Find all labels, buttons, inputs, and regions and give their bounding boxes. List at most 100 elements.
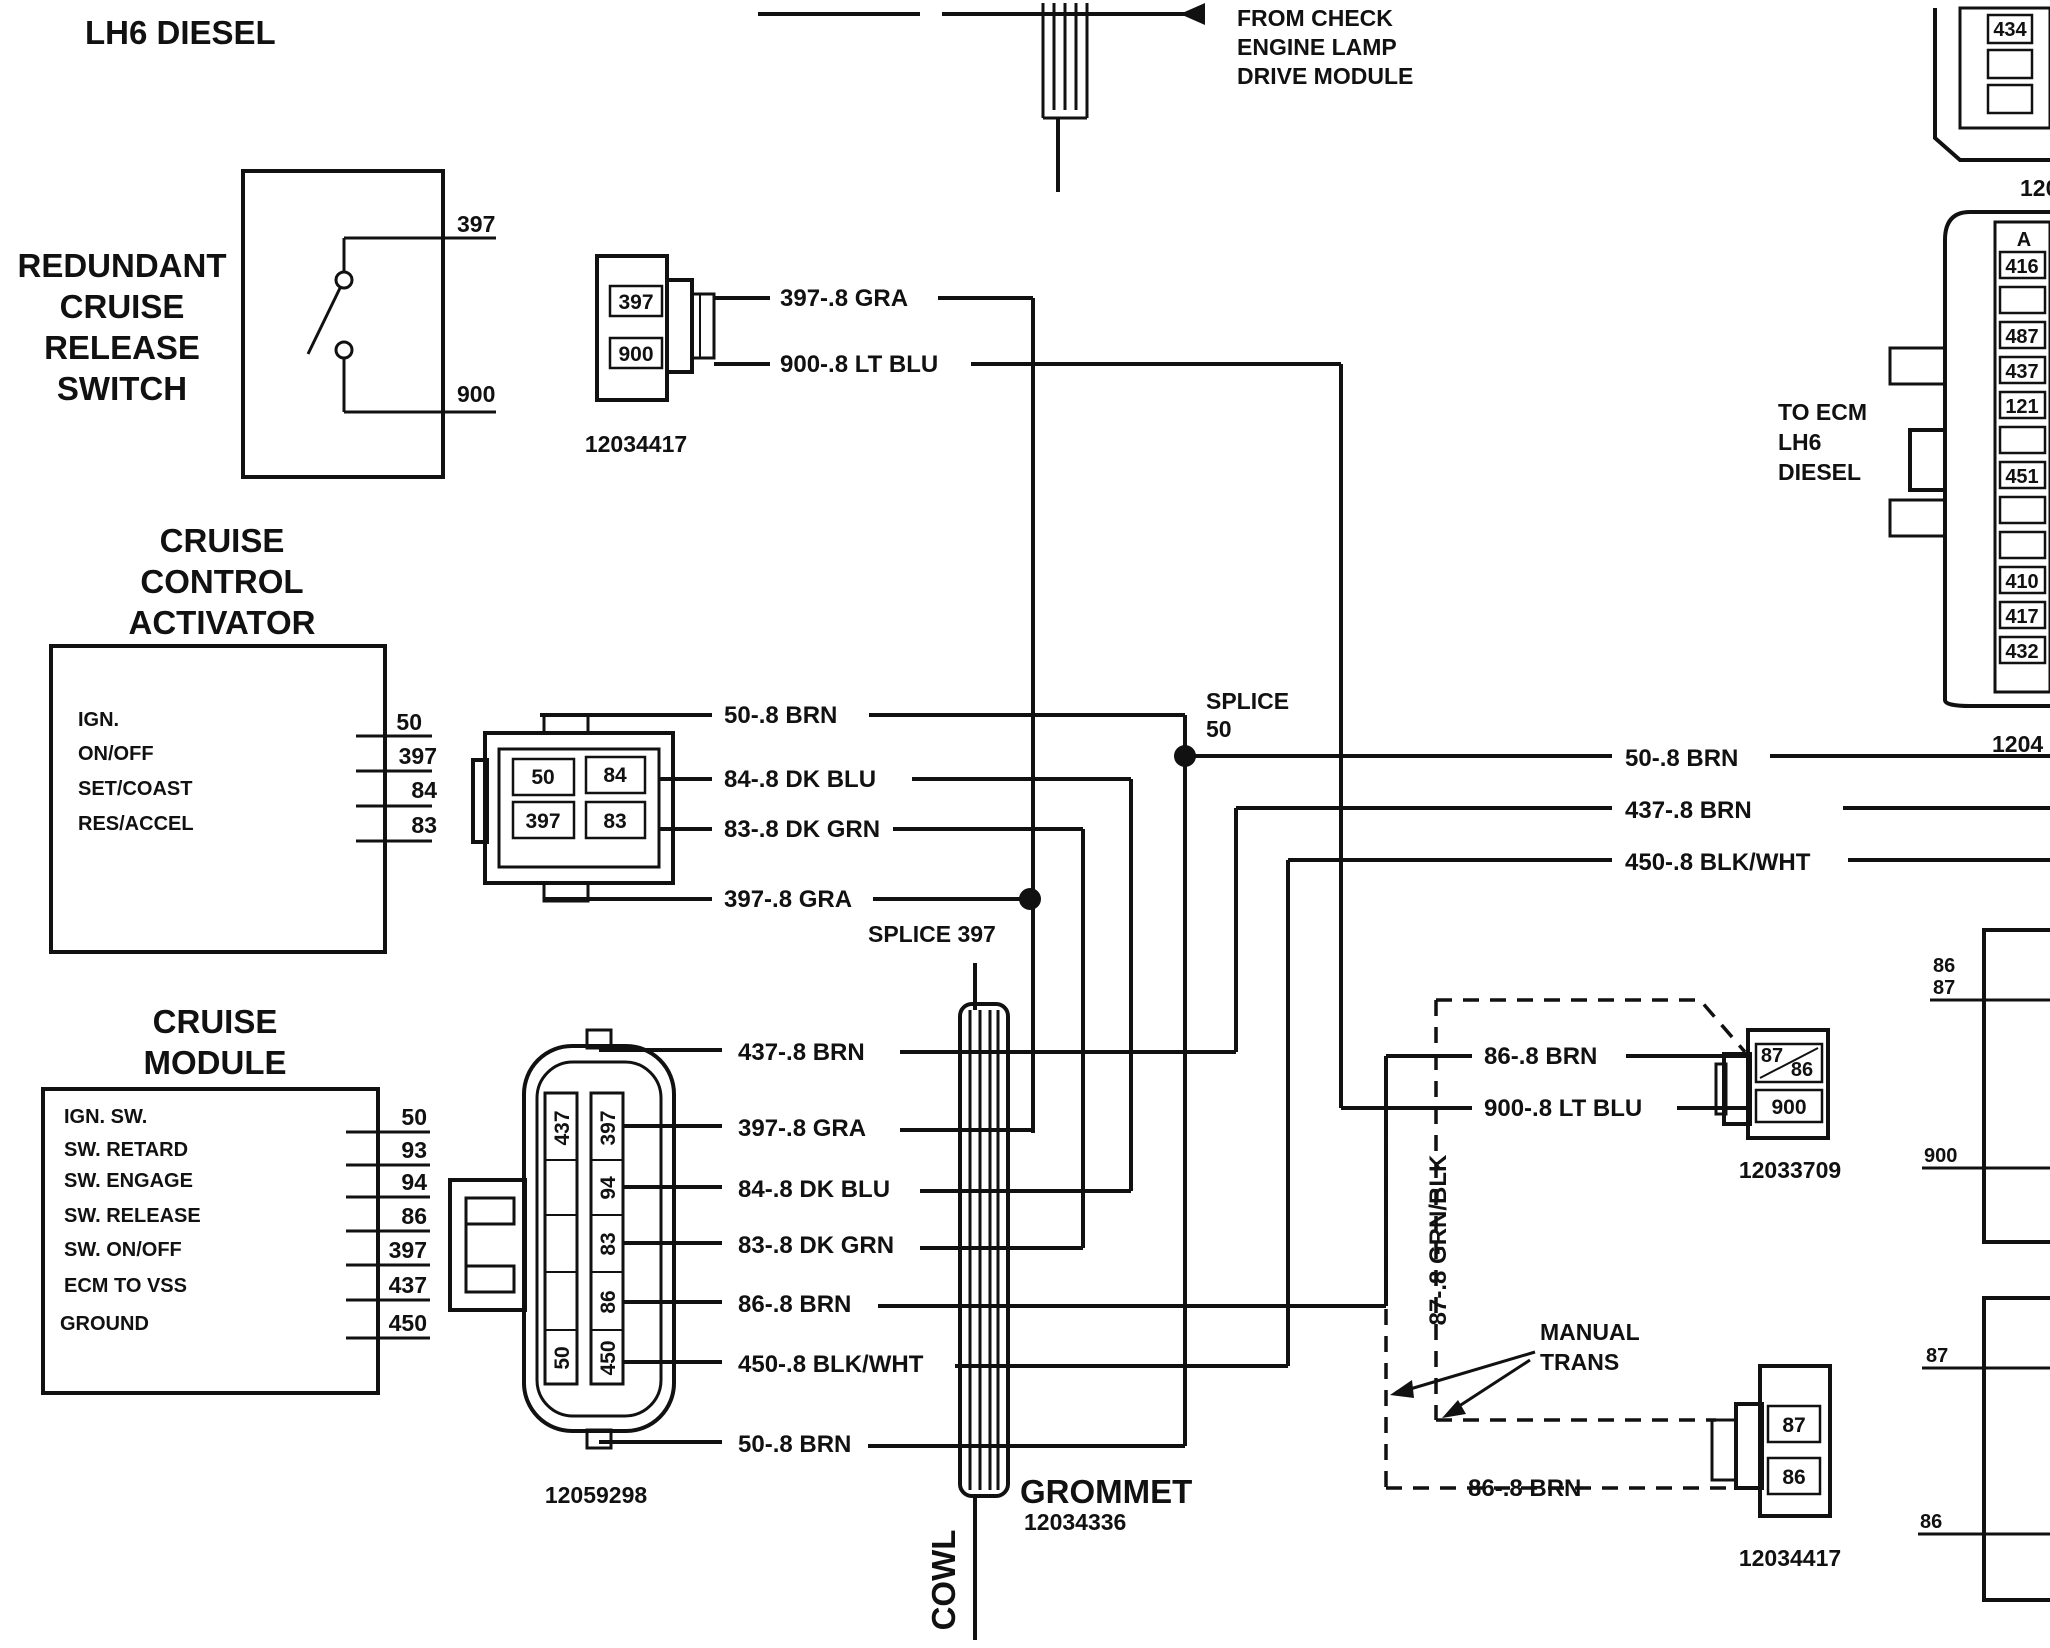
wire-label-450-module: 450-.8 BLK/WHT bbox=[738, 1351, 924, 1378]
activator-title-1: CRUISE bbox=[160, 522, 285, 559]
source-label-line-3: DRIVE MODULE bbox=[1237, 63, 1413, 89]
conn-b-pin-50: 50 bbox=[531, 766, 554, 789]
conn-e-pin-86: 86 bbox=[1782, 1466, 1805, 1489]
arrow-manual-1-icon bbox=[1390, 1380, 1414, 1398]
wire-label-87-vertical: 87-.8 GRN/BLK bbox=[1425, 1154, 1452, 1325]
conn-c-pin-94: 94 bbox=[597, 1176, 620, 1200]
ecm-label-3: DIESEL bbox=[1778, 459, 1861, 485]
ecm-pin-417: 417 bbox=[2005, 606, 2038, 628]
conn-c-pin-450: 450 bbox=[597, 1340, 620, 1375]
wire-label-83-activator: 83-.8 DK GRN bbox=[724, 816, 880, 843]
ecm-top-pin-434: 434 bbox=[1993, 19, 2027, 41]
connector-12034417-top: 397 900 12034417 bbox=[585, 254, 716, 457]
arrow-left-icon bbox=[1180, 3, 1205, 25]
module-pin-450: 450 bbox=[389, 1310, 427, 1336]
conn-b-pin-397: 397 bbox=[525, 810, 560, 833]
switch-title-1: REDUNDANT bbox=[18, 247, 227, 284]
splice-50-label-1: SPLICE bbox=[1206, 688, 1289, 714]
conn-e-pin-87: 87 bbox=[1782, 1414, 1805, 1437]
conn-c-pin-50: 50 bbox=[551, 1346, 574, 1369]
switch-title-2: CRUISE bbox=[60, 288, 185, 325]
conn-a-pin-900: 900 bbox=[618, 343, 653, 366]
wire-label-437-module: 437-.8 BRN bbox=[738, 1039, 865, 1066]
wire-label-397-module: 397-.8 GRA bbox=[738, 1115, 866, 1142]
conn-e-part-number: 12034417 bbox=[1739, 1545, 1841, 1571]
wire-label-83-module: 83-.8 DK GRN bbox=[738, 1232, 894, 1259]
right-relay-box-2: 87 86 bbox=[1918, 1296, 2050, 1602]
check-engine-lamp-bundle: FROM CHECK ENGINE LAMP DRIVE MODULE bbox=[758, 3, 1413, 192]
ecm-pin-451: 451 bbox=[2005, 466, 2038, 488]
wire-label-900-relay: 900-.8 LT BLU bbox=[1484, 1095, 1642, 1122]
module-fn-ground: GROUND bbox=[60, 1313, 149, 1335]
wire-label-50-module: 50-.8 BRN bbox=[738, 1431, 851, 1458]
manual-trans-label-2: TRANS bbox=[1540, 1349, 1619, 1375]
wire-label-397-top: 397-.8 GRA bbox=[780, 285, 908, 312]
wire-label-86-module: 86-.8 BRN bbox=[738, 1291, 851, 1318]
ecm-label-1: TO ECM bbox=[1778, 399, 1867, 425]
manual-trans-label-1: MANUAL bbox=[1540, 1319, 1640, 1345]
ecm-pin-432: 432 bbox=[2005, 641, 2038, 663]
module-pin-94: 94 bbox=[401, 1169, 427, 1195]
box1-pin-900: 900 bbox=[1924, 1145, 1957, 1167]
switch-title-3: RELEASE bbox=[44, 329, 200, 366]
wire-label-50-right: 50-.8 BRN bbox=[1625, 745, 1738, 772]
module-fn-sw-release: SW. RELEASE bbox=[64, 1205, 201, 1227]
conn-d-pin-900: 900 bbox=[1771, 1096, 1806, 1119]
conn-c-pin-437: 437 bbox=[551, 1110, 574, 1145]
conn-a-part-number: 12034417 bbox=[585, 431, 687, 457]
box2-pin-86: 86 bbox=[1920, 1511, 1942, 1533]
ecm-part-bottom: 1204 bbox=[1992, 731, 2043, 757]
grommet-cowl: GROMMET 12034336 COWL bbox=[925, 963, 1192, 1640]
source-label-line-2: ENGINE LAMP bbox=[1237, 34, 1397, 60]
activator-pin-50: 50 bbox=[396, 709, 422, 735]
conn-c-pin-83: 83 bbox=[597, 1232, 620, 1255]
connector-12059298: 437 50 397 94 83 86 450 12059298 bbox=[448, 1028, 676, 1508]
module-fn-sw-engage: SW. ENGAGE bbox=[64, 1170, 193, 1192]
module-title-2: MODULE bbox=[144, 1044, 287, 1081]
ecm-pin-487: 487 bbox=[2005, 326, 2038, 348]
cowl-label: COWL bbox=[925, 1530, 962, 1631]
wire-label-84-module: 84-.8 DK BLU bbox=[738, 1176, 890, 1203]
module-fn-sw-onoff: SW. ON/OFF bbox=[64, 1239, 182, 1261]
wire-label-50-activator: 50-.8 BRN bbox=[724, 702, 837, 729]
activator-fn-setcoast: SET/COAST bbox=[78, 778, 192, 800]
wire-label-397-activator: 397-.8 GRA bbox=[724, 886, 852, 913]
box1-pin-87: 87 bbox=[1933, 977, 1955, 999]
switch-pin-900: 900 bbox=[457, 381, 495, 407]
conn-d-part-number: 12033709 bbox=[1739, 1157, 1841, 1183]
ecm-pin-437: 437 bbox=[2005, 361, 2038, 383]
conn-d-pin-87: 87 bbox=[1761, 1045, 1783, 1067]
conn-a-pin-397: 397 bbox=[618, 291, 653, 314]
ecm-connector: 434 1204 A 416 487 437 121 451 410 417 4… bbox=[1778, 6, 2050, 757]
page-title: LH6 DIESEL bbox=[85, 14, 276, 51]
cruise-module: CRUISE MODULE IGN. SW. SW. RETARD SW. EN… bbox=[41, 1003, 430, 1395]
right-relay-box-1: 86 87 900 bbox=[1922, 928, 2050, 1244]
activator-fn-resaccel: RES/ACCEL bbox=[78, 813, 194, 835]
source-label-line-1: FROM CHECK bbox=[1237, 5, 1393, 31]
module-pin-86: 86 bbox=[401, 1203, 427, 1229]
module-fn-ign-sw: IGN. SW. bbox=[64, 1106, 147, 1128]
conn-c-part-number: 12059298 bbox=[545, 1482, 648, 1508]
wire-label-84-activator: 84-.8 DK BLU bbox=[724, 766, 876, 793]
module-pin-437: 437 bbox=[389, 1272, 427, 1298]
wire-label-450-right: 450-.8 BLK/WHT bbox=[1625, 849, 1811, 876]
splice-397-dot bbox=[1019, 888, 1041, 910]
activator-fn-onoff: ON/OFF bbox=[78, 743, 154, 765]
activator-pin-84: 84 bbox=[411, 777, 437, 803]
grommet-label: GROMMET bbox=[1020, 1473, 1192, 1510]
activator-pin-397: 397 bbox=[399, 743, 437, 769]
connector-activator: 50 84 397 83 bbox=[471, 713, 675, 903]
ecm-part-top: 1204 bbox=[2020, 175, 2050, 201]
box1-pin-86: 86 bbox=[1933, 955, 1955, 977]
switch-title-4: SWITCH bbox=[57, 370, 187, 407]
box2-pin-87: 87 bbox=[1926, 1345, 1948, 1367]
ecm-pin-121: 121 bbox=[2005, 396, 2038, 418]
wire-label-86-manual: 86-.8 BRN bbox=[1468, 1475, 1581, 1502]
module-pin-397: 397 bbox=[389, 1237, 427, 1263]
module-pin-50: 50 bbox=[401, 1104, 427, 1130]
switch-pin-397: 397 bbox=[457, 211, 495, 237]
module-fn-ecm-to-vss: ECM TO VSS bbox=[64, 1275, 187, 1297]
ecm-pin-410: 410 bbox=[2005, 571, 2038, 593]
activator-title-2: CONTROL bbox=[140, 563, 303, 600]
